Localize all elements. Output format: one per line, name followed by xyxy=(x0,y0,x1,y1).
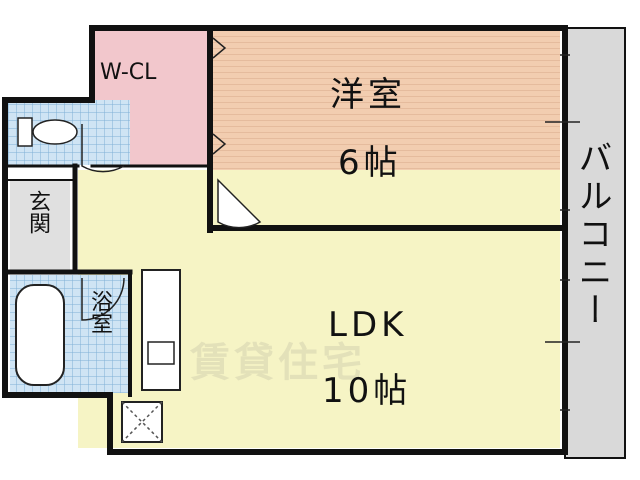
walls xyxy=(2,25,568,455)
balcony-area xyxy=(564,27,626,459)
bath-label: 浴室 xyxy=(87,290,112,334)
bathtub-icon xyxy=(15,284,65,386)
ldk-label: LDK xyxy=(328,305,408,345)
balcony-label: バルコニー xyxy=(572,140,612,330)
western-room-size: 6帖 xyxy=(338,143,402,183)
ldk-size: 10帖 xyxy=(322,371,412,411)
watermark-text: 賃貸住宅 xyxy=(190,340,366,386)
entrance-label: 玄関 xyxy=(25,190,50,234)
entrance-area xyxy=(10,180,70,270)
door-swings xyxy=(81,37,262,321)
western-room-label: 洋室 xyxy=(330,75,406,115)
window-marks xyxy=(545,54,580,411)
storage-box xyxy=(121,401,163,443)
sink-icon xyxy=(147,341,175,365)
wcl-label: W-CL xyxy=(100,60,157,85)
toilet-icon xyxy=(17,117,78,147)
kitchen-counter xyxy=(141,269,181,391)
